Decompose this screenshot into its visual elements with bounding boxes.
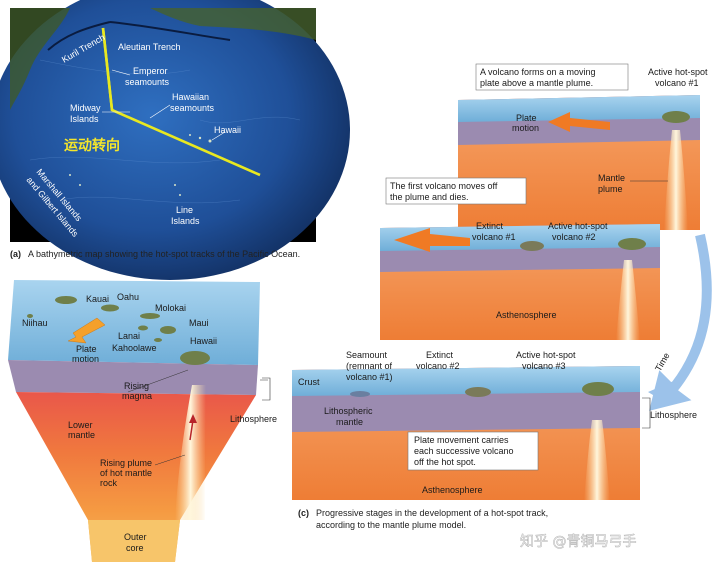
kuril-trench-line [47, 21, 111, 51]
hawaiian-islands [27, 296, 210, 365]
outer-core-region [88, 520, 180, 562]
litho-mantle-2: mantle [336, 417, 363, 427]
asia-landmass [10, 8, 70, 110]
asthenosphere-mid-label: Asthenosphere [496, 310, 557, 320]
outer-core-2: core [126, 543, 144, 553]
lower-mantle-1: Lower [68, 420, 93, 430]
seafloor-ridges [29, 59, 301, 204]
watermark: 知乎 @青铜马弓手 [520, 533, 636, 550]
aleutian-trench-label: Aleutian Trench [118, 42, 181, 52]
extinct-2-label-1: Extinct [426, 350, 454, 360]
rising-magma-1: Rising [124, 381, 149, 391]
stage-2-note-box [385, 177, 527, 205]
plate-motion-c-1: Plate [516, 113, 537, 123]
oahu-label: Oahu [117, 292, 139, 302]
stage-2-note-1: The first volcano moves off [390, 181, 498, 191]
caption-c-1: Progressive stages in the development of… [316, 508, 548, 518]
active-3-label-2: volcano #3 [522, 361, 566, 371]
lithosphere-label-c: Lithosphere [650, 410, 697, 420]
motion-turn-annotation: 运动转向 [64, 137, 120, 154]
plume-label-2: of hot mantle [100, 468, 152, 478]
stage-2-block: The first volcano moves off the plume an… [380, 177, 660, 340]
midway-label-2: Islands [70, 114, 99, 124]
emperor-label-1: Emperor [133, 66, 168, 76]
kahoolawe-label: Kahoolawe [112, 343, 157, 353]
plume-label-1: Rising plume [100, 458, 152, 468]
outer-core-1: Outer [124, 532, 147, 542]
map-leaders [102, 69, 226, 141]
time-label: Time [653, 351, 671, 373]
active-2-label-2: volcano #2 [552, 232, 596, 242]
plate-motion-arrow-1 [548, 112, 610, 132]
alaska-landmass [150, 8, 316, 40]
plate-motion-b-2: motion [72, 354, 99, 364]
stage-1-block: A volcano forms on a moving plate above … [458, 63, 708, 230]
plume-arrow-line [189, 419, 194, 441]
stage-3-note-2: each successive volcano [414, 446, 514, 456]
extinct-1-label-2: volcano #1 [472, 232, 516, 242]
extinct-1-label-1: Extinct [476, 221, 504, 231]
asthenosphere-bottom-label: Asthenosphere [422, 485, 483, 495]
emperor-track [101, 27, 114, 111]
caption-a: A bathymetric map showing the hot-spot t… [28, 249, 300, 259]
active-2-label-1: Active hot-spot [548, 221, 608, 231]
stage-3-block: Lithosphere Seamount (remnant of volcano… [292, 350, 697, 500]
stage-3-note-3: off the hot spot. [414, 457, 476, 467]
niihau-label: Niihau [22, 318, 48, 328]
emperor-label-2: seamounts [125, 77, 170, 87]
plate-motion-arrow-2 [394, 228, 470, 252]
stage-1-note-1: A volcano forms on a moving [480, 67, 596, 77]
aleutian-trench-line [109, 21, 231, 41]
lithosphere-bracket-b [262, 377, 271, 401]
active-1-label-2: volcano #1 [655, 78, 699, 88]
plate-motion-c-2: motion [512, 123, 539, 133]
mantle-plume-1: Mantle [598, 173, 625, 183]
panel-b-leaders [127, 369, 268, 466]
mantle-plume-2: plume [598, 184, 623, 194]
plate-motion-arrow-b [67, 317, 106, 344]
plume-arrow-head [189, 414, 197, 423]
lanai-label: Lanai [118, 331, 140, 341]
maui-label: Maui [189, 318, 209, 328]
stage-3-note-1: Plate movement carries [414, 435, 509, 445]
stage-1-note-2: plate above a mantle plume. [480, 78, 593, 88]
seamount-label-3: volcano #1) [346, 372, 393, 382]
stage-1-note-box [475, 63, 629, 91]
caption-a-letter: (a) [10, 249, 21, 259]
hawaii-map-label: Hawaii [214, 125, 241, 135]
active-1-label-1: Active hot-spot [648, 67, 708, 77]
line-islands-label-1: Line [176, 205, 193, 215]
line-islands-label-2: Islands [171, 216, 200, 226]
lithosphere-label-b: Lithosphere [230, 414, 277, 424]
rising-magma-2: magma [122, 391, 152, 401]
lower-mantle-2: mantle [68, 430, 95, 440]
litho-mantle-1: Lithospheric [324, 406, 373, 416]
seamount-label-1: Seamount [346, 350, 388, 360]
caption-c-2: according to the mantle plume model. [316, 520, 466, 530]
hawaii-cross-section: Kauai Oahu Molokai Niihau Lanai Maui Kah… [8, 280, 277, 562]
hawaiian-label-2: seamounts [170, 103, 215, 113]
bathymetric-map: Kuril Trench Aleutian Trench Emperor sea… [0, 0, 350, 280]
midway-label-1: Midway [70, 103, 101, 113]
extinct-2-label-2: volcano #2 [416, 361, 460, 371]
plate-motion-b-1: Plate [76, 344, 97, 354]
crust-label: Crust [298, 377, 320, 387]
molokai-label: Molokai [155, 303, 186, 313]
plume-label-3: rock [100, 478, 118, 488]
rising-plume [175, 385, 206, 520]
stage-3-note-box [407, 431, 539, 471]
active-3-label-1: Active hot-spot [516, 350, 576, 360]
kauai-label: Kauai [86, 294, 109, 304]
island-dots [69, 134, 212, 196]
hawaii-label-b: Hawaii [190, 336, 217, 346]
stage-2-note-2: the plume and dies. [390, 192, 469, 202]
hawaiian-label-1: Hawaiian [172, 92, 209, 102]
lithosphere-bracket-c [642, 397, 651, 429]
seamount-label-2: (remnant of [346, 361, 393, 371]
caption-c-letter: (c) [298, 508, 309, 518]
